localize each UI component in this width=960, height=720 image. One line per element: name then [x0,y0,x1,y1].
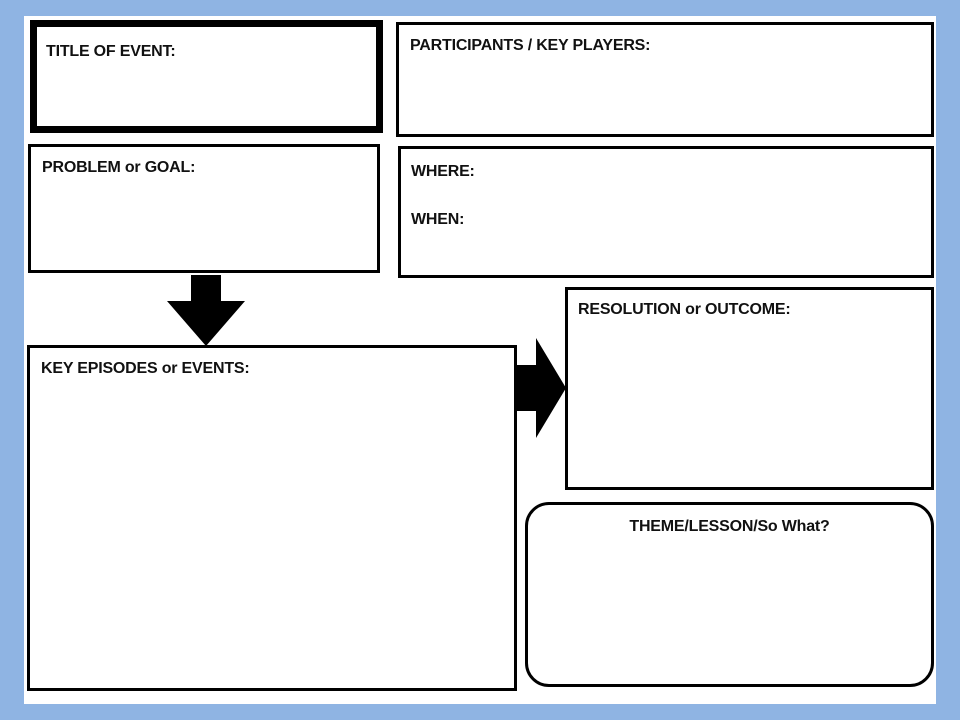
resolution-box: RESOLUTION or OUTCOME: [565,287,934,490]
participants-box: PARTICIPANTS / KEY PLAYERS: [396,22,934,137]
theme-lesson-box: THEME/LESSON/So What? [525,502,934,687]
participants-label: PARTICIPANTS / KEY PLAYERS: [410,37,651,54]
arrow-down-icon [167,275,245,346]
where-when-box: WHERE: WHEN: [398,146,934,278]
title-of-event-box: TITLE OF EVENT: [30,20,383,133]
key-episodes-box: KEY EPISODES or EVENTS: [27,345,517,691]
when-label: WHEN: [411,211,465,228]
problem-goal-box: PROBLEM or GOAL: [28,144,380,273]
resolution-label: RESOLUTION or OUTCOME: [578,301,791,318]
problem-goal-label: PROBLEM or GOAL: [42,159,196,176]
title-of-event-label: TITLE OF EVENT: [46,43,176,60]
arrow-right-icon [514,338,566,438]
theme-lesson-label: THEME/LESSON/So What? [629,518,830,535]
where-label: WHERE: [411,163,475,180]
key-episodes-label: KEY EPISODES or EVENTS: [41,360,250,377]
graphic-organizer-sheet: TITLE OF EVENT: PARTICIPANTS / KEY PLAYE… [24,16,936,704]
